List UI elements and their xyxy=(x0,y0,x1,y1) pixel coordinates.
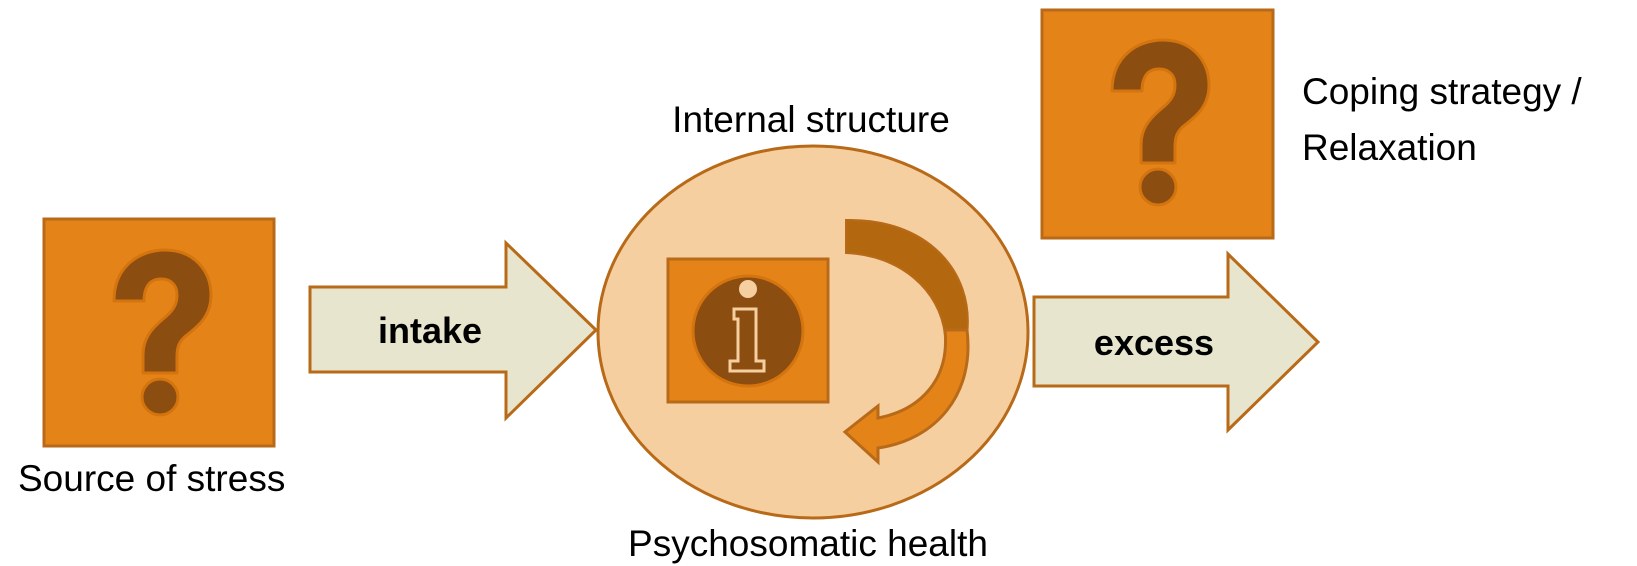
source-of-stress-node: Source of stress xyxy=(18,217,285,499)
question-mark-icon xyxy=(1110,38,1211,207)
excess-arrow-shape xyxy=(1032,250,1321,434)
internal-structure-node: Internal structure Psychosomatic health xyxy=(596,99,1030,564)
excess-arrow: excess xyxy=(1032,250,1321,434)
info-icon xyxy=(691,274,805,388)
psychosomatic-health-label: Psychosomatic health xyxy=(628,523,988,564)
intake-arrow-shape xyxy=(308,239,599,422)
source-label: Source of stress xyxy=(18,458,285,499)
coping-label-line1: Coping strategy / xyxy=(1302,71,1582,112)
intake-label: intake xyxy=(378,310,482,351)
coping-label-line2: Relaxation xyxy=(1302,127,1477,168)
coping-strategy-node: Coping strategy / Relaxation xyxy=(1040,8,1582,240)
internal-structure-label: Internal structure xyxy=(672,99,950,140)
curved-arrow-icon xyxy=(842,218,970,466)
intake-arrow: intake xyxy=(308,239,599,422)
question-mark-icon xyxy=(112,248,213,417)
excess-label: excess xyxy=(1094,322,1214,363)
